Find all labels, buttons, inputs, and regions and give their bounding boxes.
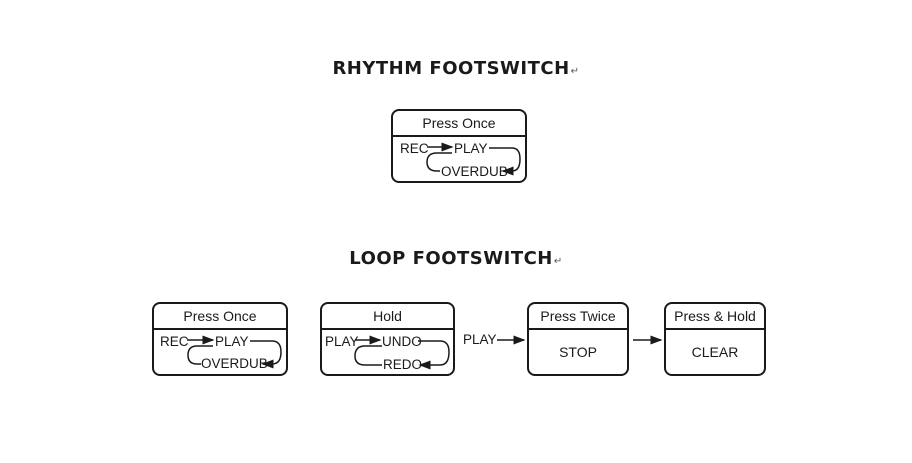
loop-press-hold-box: Press & Hold CLEAR	[664, 302, 766, 376]
hold-play-label: PLAY	[325, 334, 359, 349]
loop-footswitch-heading: LOOP FOOTSWITCH↵	[0, 248, 912, 269]
rhythm-press-once-head: Press Once	[393, 111, 525, 137]
hold-undo-label: UNDO	[382, 334, 422, 349]
return-mark-icon: ↵	[553, 256, 563, 267]
loop-press-twice-box: Press Twice STOP	[527, 302, 629, 376]
hold-redo-label: REDO	[383, 357, 423, 372]
loop-press-hold-head: Press & Hold	[666, 304, 764, 330]
return-mark-icon: ↵	[570, 66, 580, 77]
play-transition-label: PLAY	[463, 332, 497, 347]
stop-label: STOP	[559, 344, 597, 360]
clear-label: CLEAR	[691, 344, 739, 360]
loop-rec-label: REC	[160, 334, 189, 349]
loop-hold-box: Hold	[320, 302, 455, 376]
loop-press-twice-head: Press Twice	[529, 304, 627, 330]
rhythm-footswitch-heading: RHYTHM FOOTSWITCH↵	[0, 58, 912, 79]
rhythm-press-once-box: Press Once	[391, 109, 527, 183]
loop-heading-text: LOOP FOOTSWITCH	[349, 248, 553, 269]
rhythm-overdub-label: OVERDUB	[441, 164, 508, 179]
rhythm-play-label: PLAY	[454, 141, 488, 156]
rhythm-rec-label: REC	[400, 141, 429, 156]
rhythm-heading-text: RHYTHM FOOTSWITCH	[332, 58, 570, 79]
loop-play-label: PLAY	[215, 334, 249, 349]
loop-press-once-head: Press Once	[154, 304, 286, 330]
loop-hold-head: Hold	[322, 304, 453, 330]
loop-overdub-label: OVERDUB	[201, 356, 268, 371]
